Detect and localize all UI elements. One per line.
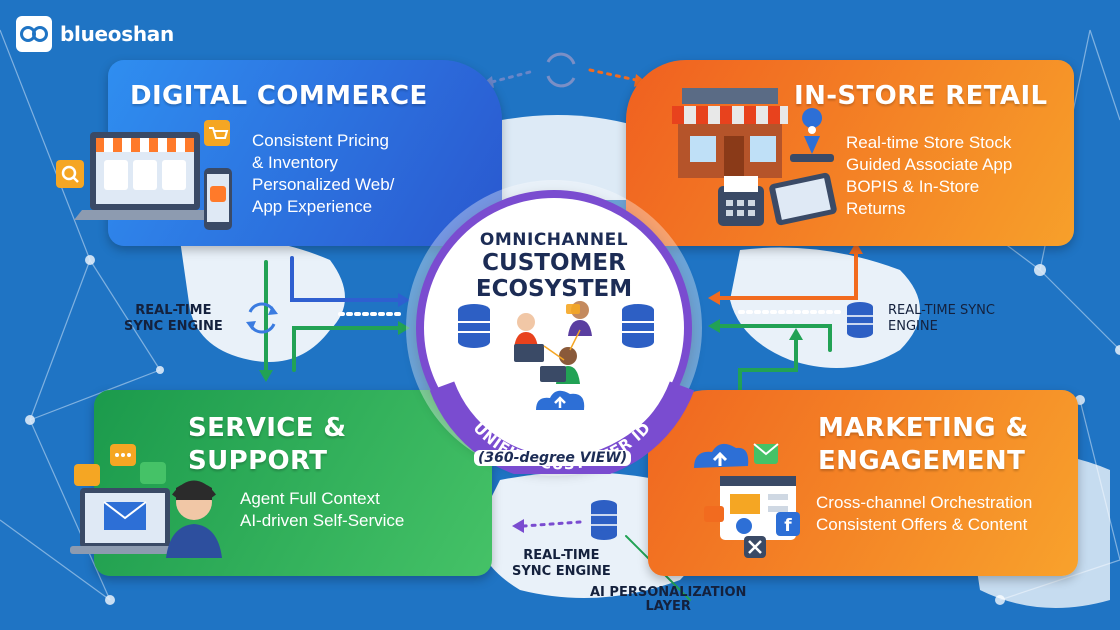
brand-logo[interactable]: blueoshan	[16, 16, 174, 52]
list-item: Returns	[846, 199, 906, 218]
list-item: AI-driven Self-Service	[240, 511, 405, 530]
in-store-retail-list: Real-time Store Stock Guided Associate A…	[846, 132, 1012, 220]
label-line: SYNC ENGINE	[124, 319, 223, 334]
sync-icon-top	[546, 52, 576, 88]
hub-title-line1: OMNICHANNEL	[479, 230, 629, 250]
list-item: App Experience	[252, 197, 373, 216]
list-item: Real-time Store Stock	[846, 133, 1012, 152]
marketing-engagement-title-line1: MARKETING &	[818, 413, 1029, 443]
hub-view-label: (360-degree VIEW)	[474, 450, 632, 466]
label-line: ENGINE	[888, 319, 938, 334]
list-item: Agent Full Context	[240, 489, 380, 508]
sync-engine-label-left: REAL-TIME SYNC ENGINE	[124, 303, 223, 335]
logo-mark-icon	[16, 16, 52, 52]
list-item: Consistent Pricing	[252, 131, 390, 150]
label-line: REAL-TIME	[135, 303, 212, 318]
laptop-storefront-icon	[56, 120, 232, 230]
list-item: BOPIS & In-Store	[846, 177, 980, 196]
label-line: REAL-TIME	[523, 548, 600, 563]
storefront-pos-icon	[672, 88, 837, 226]
ai-personalization-label: AI PERSONALIZATION LAYER	[590, 586, 746, 614]
service-support-card: SERVICE & SUPPORT Agent Full Context AI-…	[94, 390, 492, 576]
list-item: Personalized Web/	[252, 175, 395, 194]
label-line: REAL-TIME SYNC	[888, 303, 995, 318]
sync-engine-label-right: REAL-TIME SYNC ENGINE	[888, 303, 995, 335]
list-item: Consistent Offers & Content	[816, 515, 1028, 534]
in-store-retail-title: IN-STORE RETAIL	[794, 81, 1048, 111]
service-support-title-line2: SUPPORT	[188, 446, 328, 476]
omnichannel-hub: OMNICHANNEL CUSTOMER ECOSYSTEM UNIFIED C…	[416, 190, 695, 474]
svg-text:f: f	[784, 516, 792, 536]
brand-name: blueoshan	[60, 22, 174, 46]
agent-support-icon	[70, 444, 222, 558]
hub-title-line3: ECOSYSTEM	[475, 276, 633, 302]
marketing-engagement-card: MARKETING & ENGAGEMENT Cross-channel Orc…	[648, 390, 1078, 576]
sync-engine-label-bottom: REAL-TIME SYNC ENGINE	[512, 548, 611, 580]
digital-commerce-title: DIGITAL COMMERCE	[130, 81, 428, 111]
marketing-channels-icon: f	[694, 443, 800, 558]
database-icon-right	[847, 302, 873, 338]
service-support-title-line1: SERVICE &	[188, 413, 347, 443]
top-connector-arrow	[490, 68, 638, 84]
list-item: & Inventory	[252, 153, 338, 172]
label-line: SYNC ENGINE	[512, 564, 611, 579]
digital-commerce-list: Consistent Pricing & Inventory Personali…	[252, 130, 394, 218]
label-line: AI PERSONALIZATION	[590, 585, 747, 600]
team-collaboration-icon	[458, 301, 654, 384]
hub-title-line2: CUSTOMER	[482, 250, 626, 276]
left-sync-arrows	[264, 256, 404, 374]
list-item: Guided Associate App	[846, 155, 1013, 174]
marketing-engagement-title-line2: ENGAGEMENT	[818, 446, 1026, 476]
list-item: Cross-channel Orchestration	[816, 493, 1033, 512]
service-support-list: Agent Full Context AI-driven Self-Servic…	[240, 488, 404, 532]
label-line: LAYER	[645, 599, 691, 614]
marketing-engagement-list: Cross-channel Orchestration Consistent O…	[816, 492, 1032, 536]
database-icon-bottom	[591, 500, 617, 540]
